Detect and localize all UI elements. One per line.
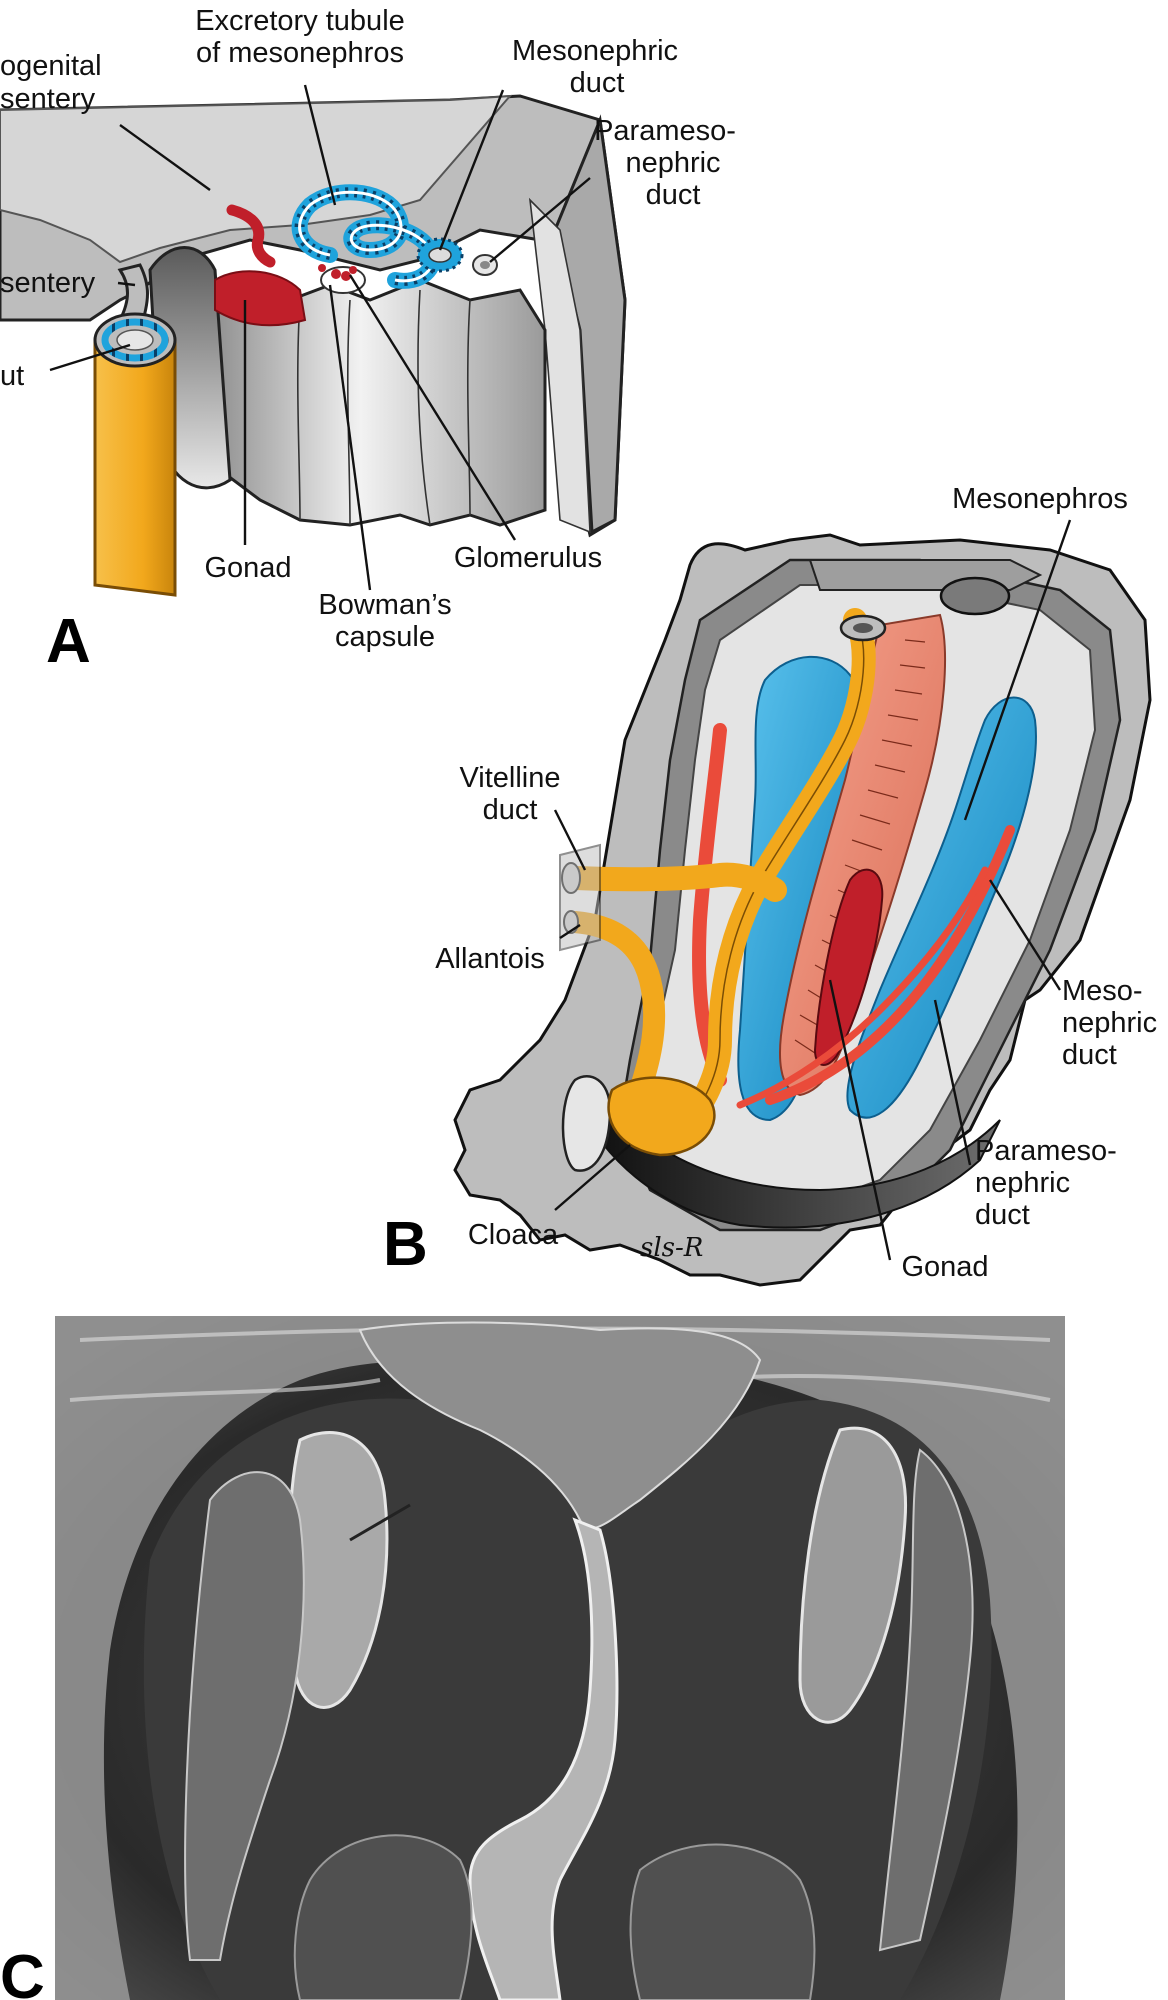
leader-gut bbox=[49, 343, 131, 372]
vitelline-duct bbox=[563, 862, 787, 902]
panel-b-drawing bbox=[453, 519, 1152, 1287]
sem-right-ridge bbox=[798, 1426, 908, 1724]
glomerulus-a-1 bbox=[331, 269, 341, 279]
label-cloaca: Cloaca bbox=[468, 1219, 559, 1251]
label-mesonephros: Mesonephros bbox=[952, 483, 1128, 515]
label-gonad-b: Gonad bbox=[901, 1251, 988, 1283]
label-mesonephric-duct-a-1: Mesonephric bbox=[512, 35, 678, 67]
aorta-opening bbox=[939, 576, 1011, 616]
gut-tube bbox=[93, 338, 177, 597]
sem-mark bbox=[349, 1503, 411, 1542]
label-bowmans-capsule-2: capsule bbox=[335, 621, 435, 653]
leader-excretory-tubule bbox=[303, 84, 337, 206]
label-mesentery: sentery bbox=[0, 267, 96, 299]
label-paramesonephric-b-3: duct bbox=[975, 1199, 1030, 1231]
leader-gonad-b bbox=[828, 979, 892, 1261]
label-paramesonephric-b-2: nephric bbox=[975, 1167, 1070, 1199]
top-surface bbox=[0, 94, 513, 264]
blood-vessel-a bbox=[226, 204, 276, 268]
label-paramesonephric-a-1: Parameso- bbox=[594, 115, 736, 147]
label-urogenital-mesentery-1: ogenital bbox=[0, 50, 102, 82]
label-gonad-a: Gonad bbox=[204, 552, 291, 584]
column-divider-1 bbox=[296, 299, 301, 521]
leader-cloaca bbox=[554, 1144, 631, 1211]
mesonephric-duct-right bbox=[736, 866, 989, 1109]
label-paramesonephric-b-1: Parameso- bbox=[975, 1135, 1117, 1167]
leader-glomerulus bbox=[348, 274, 517, 541]
gonad-pink-mesentery bbox=[779, 613, 946, 1097]
label-excretory-tubule-1: Excretory tubule bbox=[195, 5, 405, 37]
panel-a-drawing bbox=[0, 84, 627, 597]
leader-mesonephros bbox=[963, 519, 1072, 821]
column-divider-3 bbox=[417, 289, 431, 526]
column-divider-4 bbox=[466, 299, 471, 516]
panel-letter-a: A bbox=[46, 607, 91, 676]
gut-epithelium bbox=[101, 318, 169, 362]
leader-mesentery bbox=[117, 281, 136, 287]
leader-paramesonephric-b bbox=[933, 999, 972, 1166]
label-vitelline-duct-1: Vitelline bbox=[459, 762, 560, 794]
label-bowmans-capsule-1: Bowman’s bbox=[318, 589, 451, 621]
sem-left-fold bbox=[184, 1471, 305, 1961]
sem-lower-left-bulge bbox=[293, 1834, 473, 2000]
sem-lower-right-bulge bbox=[629, 1843, 816, 2000]
sem-upper-mass bbox=[358, 1321, 762, 1530]
cloaca-sac bbox=[607, 1076, 716, 1157]
gonad-red-area bbox=[214, 270, 307, 327]
paramesonephric-duct-a-lumen bbox=[480, 261, 490, 269]
label-glomerulus: Glomerulus bbox=[454, 542, 602, 574]
glomerulus-a-4 bbox=[318, 264, 326, 272]
cloacal-opening bbox=[561, 1075, 612, 1172]
label-mesonephric-duct-b-2: nephric bbox=[1062, 1007, 1157, 1039]
label-excretory-tubule-2: of mesonephros bbox=[196, 37, 404, 69]
sem-midline-mesentery bbox=[468, 1517, 619, 2000]
leader-vitelline-duct bbox=[553, 809, 587, 871]
glomerulus-a-3 bbox=[349, 266, 357, 274]
umbilical-stump bbox=[559, 843, 601, 952]
leader-urogenital-mesentery bbox=[119, 124, 211, 191]
foregut-lumen bbox=[853, 623, 873, 633]
cloaca-floor bbox=[599, 1086, 1001, 1229]
mesonephric-duct-a-lumen bbox=[428, 247, 452, 263]
label-paramesonephric-a-2: nephric bbox=[625, 147, 720, 179]
panel-letter-c: C bbox=[0, 1943, 45, 2000]
glomerulus-a-2 bbox=[341, 271, 351, 281]
label-mesonephric-duct-b-3: duct bbox=[1062, 1039, 1117, 1071]
leader-bowmans-capsule bbox=[328, 284, 372, 591]
allantois bbox=[564, 911, 666, 1101]
leader-allantois bbox=[559, 923, 581, 940]
panel-c-micrograph bbox=[55, 1316, 1065, 2000]
label-paramesonephric-a-3: duct bbox=[646, 179, 701, 211]
paramesonephric-duct-right bbox=[765, 825, 1015, 1105]
label-mesonephric-duct-b-1: Meso- bbox=[1062, 975, 1143, 1007]
sem-right-fold bbox=[878, 1448, 974, 1952]
panel-letter-b: B bbox=[383, 1210, 428, 1279]
paramesonephric-duct-left bbox=[692, 723, 727, 1087]
leader-mesonephric-duct-a bbox=[438, 89, 505, 251]
label-allantois: Allantois bbox=[435, 943, 545, 975]
label-gut: ut bbox=[0, 360, 24, 392]
leader-paramesonephric-a bbox=[489, 177, 591, 263]
dorsal-wall-stripe bbox=[808, 559, 1043, 591]
label-mesonephric-duct-a-2: duct bbox=[570, 67, 625, 99]
label-urogenital-mesentery-2: sentery bbox=[0, 83, 96, 115]
label-vitelline-duct-2: duct bbox=[483, 794, 538, 826]
leader-mesonephric-duct-b bbox=[988, 879, 1062, 991]
artist-signature: sls-R bbox=[640, 1233, 703, 1263]
